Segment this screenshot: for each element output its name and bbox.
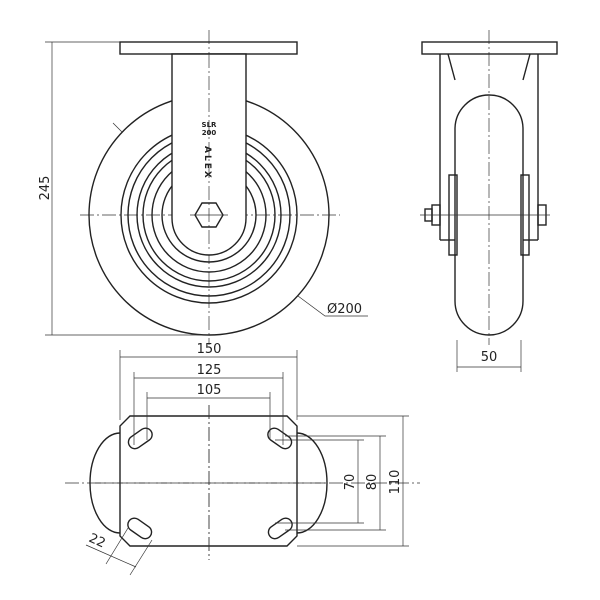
dim-hole-spacing-inner: 105: [197, 383, 222, 398]
mounting-slots: [127, 427, 293, 540]
wheel-outline-left: [89, 432, 121, 534]
dim-wheel-diameter: Ø200: [327, 302, 362, 317]
side-top-plate: [421, 41, 558, 55]
hub-brand: ALEX: [202, 146, 212, 180]
dim-hole-spacing-short-inner: 70: [343, 474, 358, 491]
side-view: 50: [420, 30, 558, 372]
hub-size: 200: [202, 129, 217, 137]
mounting-plate: [119, 415, 298, 547]
top-plate: [119, 41, 298, 55]
dim-hole-spacing-short-outer: 80: [365, 474, 380, 491]
plan-view: 150 125 105 70 80 110 22: [65, 342, 420, 576]
dim-plate-length: 150: [197, 342, 222, 357]
front-view: SLR 200 ALEX 245 Ø200: [38, 30, 368, 345]
wheel-outline-right: [296, 432, 328, 534]
dim-hole-spacing-outer: 125: [197, 363, 222, 378]
hub-model: SLR: [202, 121, 218, 129]
dim-wheel-width: 50: [481, 350, 498, 365]
dim-plate-width: 110: [388, 470, 403, 495]
dim-slot-length: 22: [86, 531, 107, 551]
dim-overall-height: 245: [38, 176, 53, 201]
